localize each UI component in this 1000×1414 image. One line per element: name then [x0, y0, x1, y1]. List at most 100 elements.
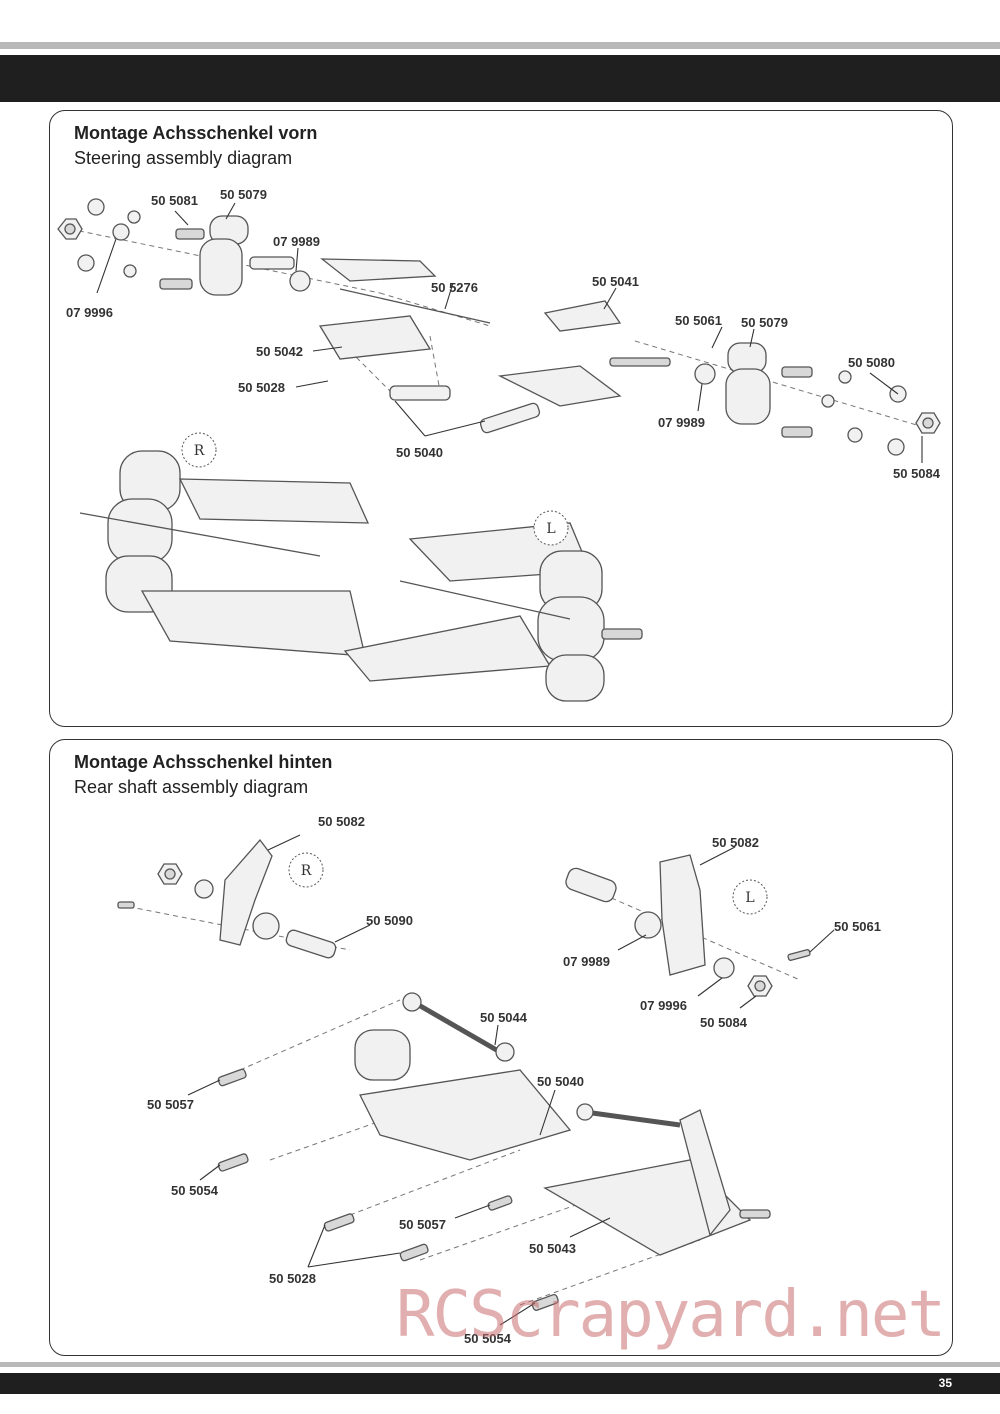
leader-line	[617, 934, 647, 951]
front-assembly-diagram: R L 50 5081 50 5079 07 9989 07 9996 50 5…	[57, 187, 941, 702]
rear-axle-50-5090	[285, 929, 337, 959]
front-arm-50-5041	[543, 300, 622, 332]
rear-bearing-large	[252, 912, 280, 940]
part-label: 50 5054	[171, 1183, 219, 1198]
leader-line	[295, 380, 329, 388]
assembly-axis	[379, 292, 491, 327]
front-screw-50-5081	[175, 228, 205, 240]
part-label: 50 5079	[741, 315, 788, 330]
leader-line	[394, 400, 486, 437]
part-label: 50 5040	[537, 1074, 584, 1089]
rear-panel-title: Montage Achsschenkel hinten	[74, 752, 333, 772]
side-marker-left-label: L	[745, 890, 754, 906]
leader-line	[225, 202, 236, 220]
front-assembled-right	[79, 450, 370, 657]
front-bearing-right	[887, 438, 905, 456]
part-label: 50 5084	[700, 1015, 748, 1030]
assembly-axis	[349, 1149, 521, 1216]
leader-line	[739, 995, 757, 1009]
side-marker-left	[732, 879, 768, 915]
leader-line	[711, 326, 723, 349]
front-bearing-07-9989-right	[694, 363, 716, 385]
front-washer-right	[821, 394, 835, 408]
leader-line	[312, 346, 343, 352]
side-marker-right	[288, 852, 324, 888]
front-nut-left	[57, 218, 83, 240]
part-label: 07 9996	[66, 305, 113, 320]
rear-hub-50-5082	[219, 838, 273, 946]
rear-screw-50-5054	[217, 1153, 249, 1172]
leader-line	[444, 282, 454, 310]
front-knuckle-50-5079-right	[725, 342, 771, 425]
leader-line	[539, 1089, 556, 1136]
rear-panel-subtitle: Rear shaft assembly diagram	[74, 777, 309, 797]
front-arm-upper	[320, 258, 437, 282]
part-label: 50 5057	[147, 1097, 194, 1112]
leader-line	[697, 383, 703, 412]
rear-screw-50-5057	[217, 1068, 247, 1087]
side-marker-right-label: R	[301, 863, 312, 879]
rear-bearing-07-9989	[634, 911, 662, 939]
front-bearing-07-9996	[112, 223, 130, 241]
front-bearing-07-9989	[289, 270, 311, 292]
part-label: 50 5082	[318, 814, 365, 829]
part-label: 50 5090	[366, 913, 413, 928]
part-label: 50 5054	[464, 1331, 512, 1346]
leader-line	[603, 287, 617, 310]
leader-line	[96, 238, 117, 294]
front-washer	[123, 264, 137, 278]
assembly-axis	[419, 1199, 591, 1261]
front-panel-subtitle: Steering assembly diagram	[74, 148, 293, 168]
front-screw-right	[781, 426, 813, 438]
front-screw	[159, 278, 193, 290]
assembly-axis	[634, 340, 931, 430]
part-label: 07 9996	[640, 998, 687, 1013]
part-label: 50 5061	[675, 313, 722, 328]
rear-nut-50-5084	[747, 975, 773, 997]
front-washer	[127, 210, 141, 224]
front-panel-title: Montage Achsschenkel vorn	[74, 123, 318, 143]
page-number: 35	[938, 1376, 952, 1390]
assembly-axis	[429, 335, 441, 392]
front-axle	[609, 357, 671, 367]
side-marker-left	[533, 510, 569, 546]
rear-screw-50-5028-lower	[399, 1243, 429, 1262]
rear-bearing	[194, 879, 214, 899]
bottom-rule	[0, 1362, 1000, 1367]
part-label: 50 5080	[848, 355, 895, 370]
part-label: 07 9989	[658, 415, 705, 430]
front-screw-right	[781, 366, 813, 378]
assembly-axis	[269, 1099, 441, 1161]
leader-line	[187, 1079, 221, 1096]
part-label: 50 5043	[529, 1241, 576, 1256]
leader-line	[307, 1224, 401, 1268]
footer-bar	[0, 1373, 1000, 1394]
assembly-axis	[69, 228, 381, 294]
leader-line	[697, 977, 723, 997]
part-label: 50 5042	[256, 344, 303, 359]
leader-line	[869, 372, 899, 395]
front-link-50-5040	[479, 402, 541, 434]
part-label: 50 5028	[269, 1271, 316, 1286]
rear-shaft-panel: Montage Achsschenkel hinten Rear shaft a…	[49, 739, 953, 1356]
front-knuckle-50-5079	[199, 215, 295, 296]
leader-line	[809, 929, 835, 953]
rear-link-50-5044	[408, 997, 502, 1055]
part-label: 50 5028	[238, 380, 285, 395]
rear-assembly-diagram: R L 50 5082 50 5082 50 5090 50 5061 07 9…	[117, 814, 881, 1346]
front-nut-50-5084	[915, 412, 941, 434]
leader-line	[295, 247, 299, 272]
leader-line	[494, 1024, 499, 1046]
part-label: 50 5041	[592, 274, 639, 289]
front-assembled-left	[343, 522, 643, 702]
rear-nut-left	[157, 863, 183, 885]
part-label: 07 9989	[563, 954, 610, 969]
part-label: 50 5081	[151, 193, 198, 208]
part-label: 50 5061	[834, 919, 881, 934]
part-label: 50 5084	[893, 466, 941, 481]
assembly-axis	[239, 999, 401, 1071]
top-rule	[0, 42, 1000, 49]
part-label: 50 5040	[396, 445, 443, 460]
assembly-axis	[569, 879, 801, 981]
front-arm-50-5042	[318, 315, 432, 360]
